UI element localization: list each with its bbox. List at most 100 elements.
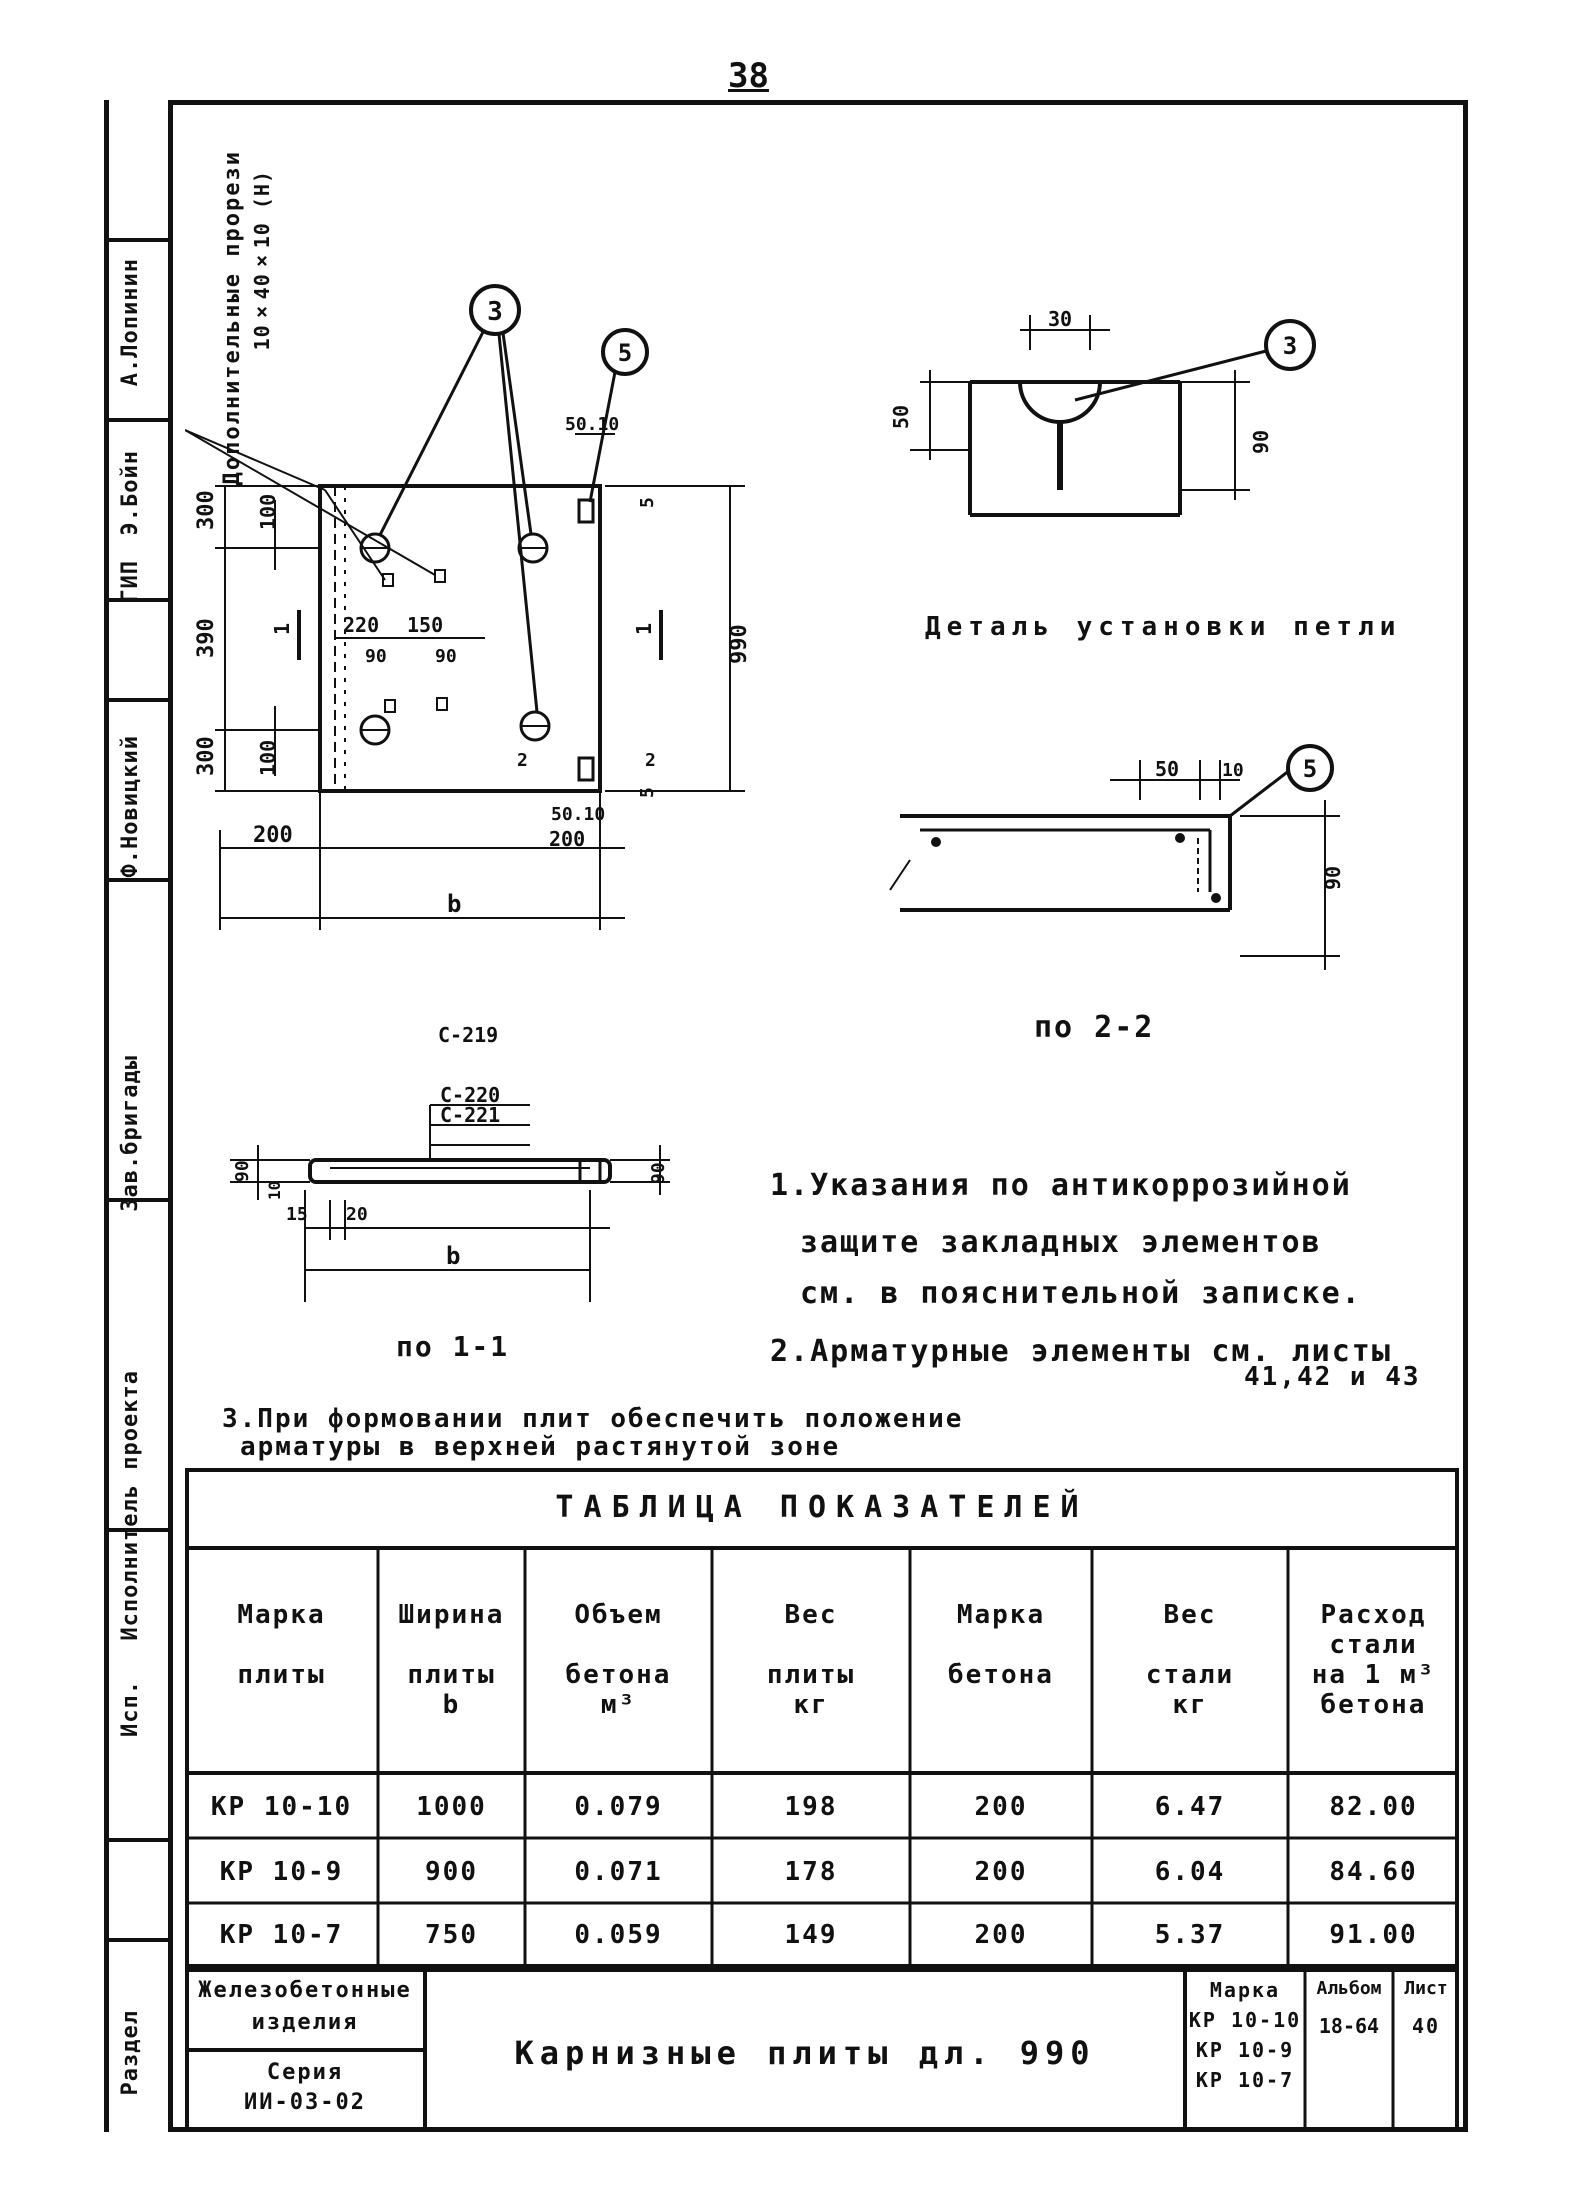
table-title: ТАБЛИЦА ПОКАЗАТЕЛЕЙ xyxy=(555,1490,1089,1525)
indicators-table xyxy=(185,1468,1459,1968)
table-header-weight: Вес плиты кг xyxy=(766,1600,856,1720)
table-header-concrete: Марка бетона xyxy=(948,1600,1054,1690)
svg-text:5: 5 xyxy=(618,339,632,367)
svg-text:90: 90 xyxy=(232,1160,253,1182)
svg-text:10: 10 xyxy=(1222,760,1244,781)
svg-text:1: 1 xyxy=(632,623,656,635)
note-2-line-2: 41,42 и 43 xyxy=(1244,1362,1421,1392)
table-row-1-width: 1000 xyxy=(416,1792,487,1822)
note-1-line-1: 1.Указания по антикоррозийной xyxy=(770,1168,1352,1203)
stamp-sheet-value: 40 xyxy=(1411,2014,1441,2038)
table-grid xyxy=(185,1546,1459,1968)
prorezi-callout-title: Дополнительные прорези xyxy=(220,150,245,486)
table-row-1-steel: 6.47 xyxy=(1154,1792,1226,1822)
table-row-3-width: 750 xyxy=(425,1920,478,1950)
table-row-1-volume: 0.079 xyxy=(574,1792,663,1822)
table-row-3-volume: 0.059 xyxy=(574,1920,663,1950)
section-1-1-title: по 1-1 xyxy=(396,1330,510,1363)
note-1-line-3: см. в пояснительной записке. xyxy=(800,1276,1362,1311)
svg-text:3: 3 xyxy=(487,297,503,327)
svg-text:90: 90 xyxy=(1321,866,1345,890)
note-1-line-2: защите закладных элементов xyxy=(800,1225,1322,1260)
svg-text:1: 1 xyxy=(270,623,294,635)
table-row-1-weight: 198 xyxy=(784,1792,838,1822)
note-2-line-1: 2.Арматурные элементы см. листы xyxy=(770,1334,1392,1369)
svg-text:С-220: С-220 xyxy=(440,1083,500,1107)
stamp-sheet-label: Лист xyxy=(1404,1978,1448,1999)
svg-text:5: 5 xyxy=(637,497,658,508)
note-3-line-2: арматуры в верхней растянутой зоне xyxy=(240,1432,841,1462)
section-2-2-title: по 2-2 xyxy=(1034,1010,1155,1045)
side-strip-dividers xyxy=(104,238,168,1942)
svg-text:15: 15 xyxy=(286,1204,308,1225)
stamp-album-label: Альбом xyxy=(1316,1978,1382,1999)
svg-text:90: 90 xyxy=(648,1162,669,1184)
table-row-2-concrete: 200 xyxy=(974,1857,1028,1887)
svg-text:5: 5 xyxy=(637,787,658,798)
svg-text:300: 300 xyxy=(194,736,219,776)
stamp-org-line-2: изделия xyxy=(251,2010,359,2035)
table-header-mark: Марка плиты xyxy=(237,1600,326,1690)
svg-text:220: 220 xyxy=(343,613,379,637)
svg-text:990: 990 xyxy=(727,624,752,664)
stamp-grid xyxy=(185,1968,1395,2132)
svg-text:5: 5 xyxy=(1303,755,1317,783)
table-row-1-concrete: 200 xyxy=(974,1792,1028,1822)
svg-text:С-219: С-219 xyxy=(438,1023,498,1047)
table-row-1-consumption: 82.00 xyxy=(1329,1792,1418,1822)
svg-text:150: 150 xyxy=(407,613,443,637)
svg-text:b: b xyxy=(446,1242,460,1270)
table-row-2-volume: 0.071 xyxy=(574,1857,663,1887)
stamp-mark-1: КР 10-10 xyxy=(1188,2008,1302,2032)
svg-text:90: 90 xyxy=(365,646,387,667)
table-row-2-consumption: 84.60 xyxy=(1329,1857,1418,1887)
sheet-number: 38 xyxy=(728,56,769,96)
table-row-3-mark: КР 10-7 xyxy=(219,1920,344,1950)
svg-text:С-221: С-221 xyxy=(440,1103,500,1127)
svg-text:50.10: 50.10 xyxy=(565,414,619,435)
svg-text:200: 200 xyxy=(253,823,293,848)
table-row-2-mark: КР 10-9 xyxy=(219,1857,344,1887)
table-row-1-mark: КР 10-10 xyxy=(210,1792,353,1822)
svg-text:20: 20 xyxy=(346,1204,368,1225)
svg-text:2: 2 xyxy=(517,750,528,771)
stamp-drawing-title: Карнизные плиты дл. 990 xyxy=(514,2034,1096,2072)
table-header-steel: Вес стали кг xyxy=(1145,1600,1235,1720)
svg-text:100: 100 xyxy=(256,494,280,530)
detail-hook-drawing: 30 50 90 3 xyxy=(889,307,1316,517)
svg-text:90: 90 xyxy=(435,646,457,667)
stamp-mark-3: КР 10-7 xyxy=(1195,2068,1295,2092)
svg-text:390: 390 xyxy=(194,618,219,658)
table-row-3-concrete: 200 xyxy=(974,1920,1028,1950)
stamp-album-value: 18-64 xyxy=(1318,2014,1380,2038)
table-row-2-steel: 6.04 xyxy=(1154,1857,1226,1887)
stamp-series-line-1: Серия xyxy=(266,2060,344,2085)
table-header-consumption: Расход стали на 1 м³ бетона xyxy=(1311,1600,1436,1720)
table-row-3-steel: 5.37 xyxy=(1154,1920,1226,1950)
svg-text:3: 3 xyxy=(1283,332,1297,360)
svg-text:50: 50 xyxy=(889,405,913,429)
svg-text:30: 30 xyxy=(1048,307,1072,331)
svg-text:50: 50 xyxy=(1155,757,1179,781)
prorezi-callout-size: 10×40×10 (Н) xyxy=(250,170,274,351)
svg-text:90: 90 xyxy=(1249,430,1273,454)
svg-text:b: b xyxy=(447,890,461,918)
svg-text:50.10: 50.10 xyxy=(551,804,605,825)
plan-slab-outline xyxy=(318,484,602,793)
table-row-3-weight: 149 xyxy=(784,1920,838,1950)
stamp-mark-2: КР 10-9 xyxy=(1195,2038,1295,2062)
detail-hook-title: Деталь установки петли xyxy=(925,612,1402,642)
table-row-2-weight: 178 xyxy=(784,1857,838,1887)
svg-text:10: 10 xyxy=(265,1181,284,1200)
table-row-2-width: 900 xyxy=(425,1857,478,1887)
svg-text:300: 300 xyxy=(194,490,219,530)
stamp-marks-header: Марка xyxy=(1209,1978,1281,2002)
stamp-series-line-2: ИИ-03-02 xyxy=(244,2090,366,2115)
table-header-width: Ширина плиты b xyxy=(398,1600,505,1720)
table-header-volume: Объем бетона м³ xyxy=(565,1600,672,1720)
section-1-1-drawing: С-219 С-220 С-221 90 10 90 15 20 b xyxy=(230,1023,670,1302)
plan-view: 3 5 300 100 390 300 100 1 1 220 150 90 9… xyxy=(185,284,752,930)
note-3-line-1: 3.При формовании плит обеспечить положен… xyxy=(222,1404,964,1434)
section-2-2-drawing: 50 10 90 5 xyxy=(889,744,1345,970)
svg-text:100: 100 xyxy=(256,740,280,776)
